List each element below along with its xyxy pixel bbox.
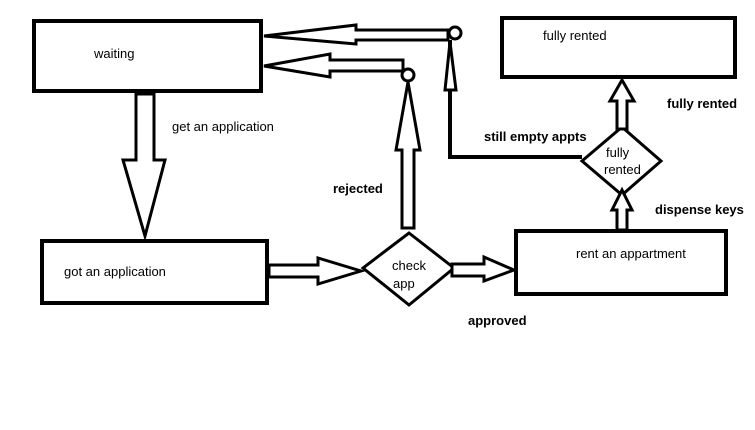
node-got-application-box — [40, 239, 269, 305]
arrow-to-check-app — [267, 255, 367, 287]
arrow-rejected — [394, 81, 422, 230]
node-check-app-diamond — [360, 231, 457, 307]
arrow-still-empty-return — [263, 23, 450, 46]
edge-label-rejected: rejected — [333, 181, 383, 196]
node-rent-apartment-box — [514, 229, 728, 296]
node-fully-rented-diamond — [579, 125, 664, 197]
edge-label-fully-rented: fully rented — [667, 96, 737, 111]
node-fully-rented-box — [500, 16, 737, 79]
edge-label-dispense-keys: dispense keys — [655, 202, 744, 217]
label-waiting: waiting — [93, 46, 134, 61]
label-fully-rented-decision-line1: fully — [606, 145, 630, 160]
label-got-application: got an application — [64, 264, 166, 279]
label-rent-apartment: rent an appartment — [576, 246, 686, 261]
arrow-fully-rented — [607, 76, 637, 131]
label-fully-rented-box: fully rented — [543, 28, 607, 43]
label-check-app-line1: check — [392, 258, 426, 273]
edge-label-approved: approved — [468, 313, 527, 328]
label-fully-rented-decision-line2: rented — [604, 162, 641, 177]
arrow-rejected-return — [263, 52, 405, 79]
edge-label-get-application: get an application — [172, 119, 274, 134]
still-empty-junction — [447, 25, 463, 41]
edge-label-still-empty: still empty appts — [484, 129, 587, 144]
node-waiting-box — [32, 19, 263, 93]
arrow-approved — [450, 254, 519, 284]
label-check-app-line2: app — [393, 276, 415, 291]
rejected-junction — [400, 67, 416, 83]
arrow-dispense-keys — [609, 186, 635, 232]
arrow-get-application — [121, 92, 167, 242]
still-empty-tip — [443, 41, 458, 92]
